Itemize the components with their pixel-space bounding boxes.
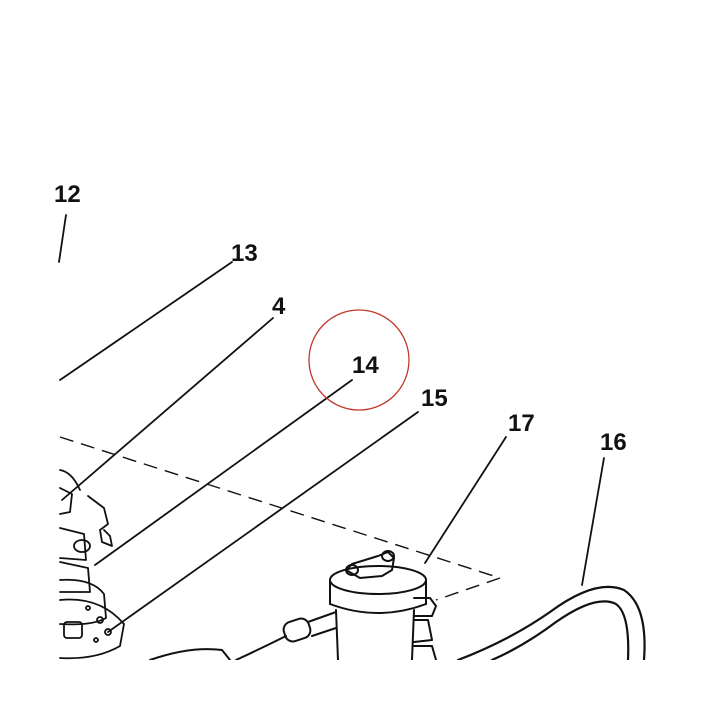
crop-mask-left <box>0 0 54 720</box>
leader-15 <box>107 411 419 633</box>
callout-14: 14 <box>352 352 379 379</box>
leader-12 <box>58 214 67 263</box>
leader-14 <box>94 379 353 566</box>
left-pump-assembly <box>59 469 125 660</box>
callout-15: 15 <box>421 385 448 412</box>
inlet-pipe <box>149 611 337 661</box>
callout-4: 4 <box>272 293 286 320</box>
callout-12: 12 <box>54 181 81 208</box>
callout-13: 13 <box>231 240 258 267</box>
highlight-circle <box>308 309 410 411</box>
callout-16: 16 <box>600 429 627 456</box>
crop-mask-bottom <box>0 660 720 720</box>
hose <box>456 585 646 662</box>
filter-canister <box>329 550 437 661</box>
leader-17 <box>424 436 507 564</box>
leader-13 <box>59 261 233 381</box>
leader-16 <box>581 457 605 586</box>
leader-lines <box>58 214 605 633</box>
dashed-reference-lines <box>59 436 501 601</box>
leader-4 <box>61 317 274 501</box>
callout-17: 17 <box>508 410 535 437</box>
